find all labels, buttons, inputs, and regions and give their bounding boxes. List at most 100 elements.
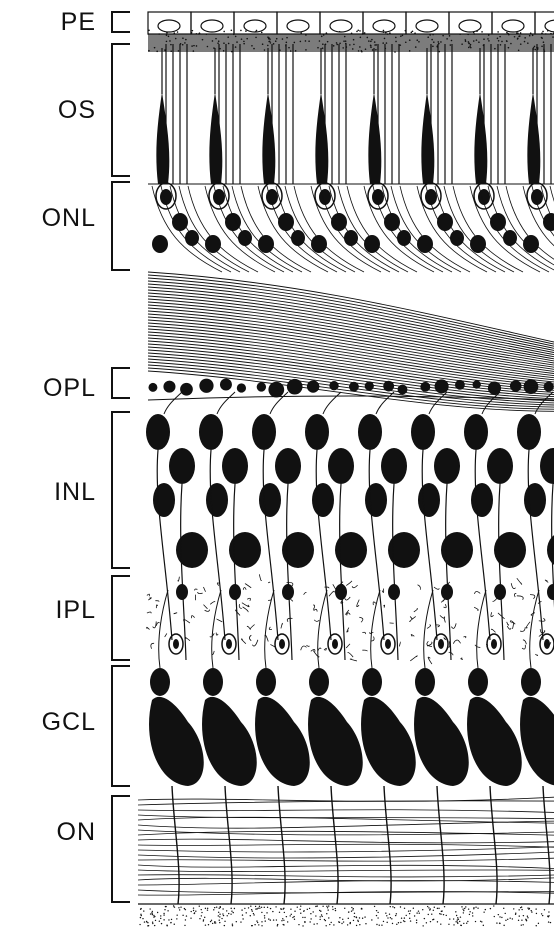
stipple-dot <box>372 49 374 51</box>
pe-cell <box>363 12 406 34</box>
plexiform-fiber <box>165 633 167 636</box>
stipple-dot <box>398 922 399 923</box>
stipple-dot <box>389 32 391 34</box>
plexiform-fiber <box>474 592 480 594</box>
pe-nucleus <box>158 20 180 32</box>
stipple-dot <box>485 909 486 910</box>
pe-nucleus <box>545 20 554 32</box>
stipple-dot <box>298 924 299 925</box>
stipple-dot <box>153 915 154 916</box>
bipolar-axon <box>393 484 398 660</box>
stipple-dot <box>500 44 502 46</box>
stipple-dot <box>357 29 359 31</box>
stipple-dot <box>289 915 290 916</box>
plexiform-fiber <box>329 591 334 596</box>
outer-segments <box>148 34 554 184</box>
stipple-dot <box>194 913 195 914</box>
stipple-dot <box>258 907 259 908</box>
stipple-dot <box>439 913 440 914</box>
stipple-dot <box>468 43 470 45</box>
stipple-dot <box>433 41 435 43</box>
stipple-dot <box>493 905 494 906</box>
plexiform-fiber <box>313 605 315 610</box>
plexiform-fiber <box>350 659 357 661</box>
stipple-dot <box>240 30 242 32</box>
stipple-dot <box>512 918 513 919</box>
plexiform-fiber <box>352 585 357 588</box>
stipple-dot <box>227 36 229 38</box>
pe-nucleus <box>330 20 352 32</box>
stipple-dot <box>376 915 377 916</box>
stipple-dot <box>290 909 291 910</box>
ganglion-axon <box>384 786 391 904</box>
stipple-dot <box>176 918 177 919</box>
cone-outer-segment <box>262 92 275 184</box>
stipple-dot <box>315 915 316 916</box>
stipple-dot <box>273 43 275 45</box>
stipple-dot <box>184 908 185 909</box>
axon-terminal <box>335 584 347 600</box>
stipple-dot <box>375 44 377 46</box>
stipple-dot <box>218 40 220 42</box>
stipple-dot <box>158 33 160 35</box>
stipple-dot <box>498 914 499 915</box>
stipple-dot <box>193 50 195 52</box>
stipple-dot <box>338 921 339 922</box>
stipple-dot <box>185 909 186 910</box>
stipple-dot <box>544 909 545 910</box>
stipple-dot <box>243 43 245 45</box>
stipple-dot <box>536 925 537 926</box>
rod-nucleus <box>185 230 199 246</box>
stipple-dot <box>160 918 161 919</box>
stipple-dot <box>290 50 292 52</box>
stipple-dot <box>202 39 204 41</box>
stipple-dot <box>527 907 528 908</box>
bipolar-cell-body <box>517 414 541 450</box>
plexiform-fiber <box>301 646 307 650</box>
stipple-dot <box>368 40 370 42</box>
bipolar-axon <box>157 450 172 640</box>
stipple-dot <box>264 917 265 918</box>
stipple-dot <box>139 924 140 925</box>
stipple-dot <box>387 917 388 918</box>
synaptic-terminal <box>365 381 374 390</box>
ganglion-dendrite <box>424 590 433 668</box>
rod-nucleus <box>238 230 252 246</box>
stipple-dot <box>427 36 429 38</box>
stipple-dot <box>236 921 237 922</box>
stipple-dot <box>281 908 282 909</box>
inner-nuclear-layer <box>146 392 554 660</box>
stipple-dot <box>262 43 264 45</box>
stipple-dot <box>405 30 407 32</box>
bipolar-cell-body <box>206 483 228 517</box>
synaptic-terminal <box>383 381 394 392</box>
stipple-dot <box>261 921 262 922</box>
cone-outer-segment <box>421 92 434 184</box>
stipple-dot <box>374 906 375 907</box>
stipple-dot <box>541 32 543 34</box>
stipple-dot <box>524 41 526 43</box>
stipple-dot <box>460 916 461 917</box>
stipple-dot <box>228 913 229 914</box>
stipple-dot <box>335 908 336 909</box>
stipple-dot <box>343 40 345 42</box>
plexiform-fiber <box>250 625 254 630</box>
plexiform-fiber <box>441 599 445 602</box>
ganglion-dendrite <box>371 590 380 668</box>
synaptic-terminal <box>510 380 522 392</box>
stipple-dot <box>361 908 362 909</box>
stipple-dot <box>481 921 482 922</box>
stipple-dot <box>259 906 260 907</box>
plexiform-fiber <box>155 601 159 602</box>
stipple-dot <box>468 41 470 43</box>
stipple-dot <box>404 917 405 918</box>
displaced-cell-core <box>226 639 232 649</box>
plexiform-fiber <box>259 574 261 580</box>
stipple-dot <box>538 923 539 924</box>
stipple-dot <box>208 924 209 925</box>
stipple-dot <box>469 911 470 912</box>
optic-nerve-fiber <box>138 881 554 885</box>
stipple-dot <box>394 51 396 53</box>
rod-nucleus <box>364 235 380 253</box>
stipple-dot <box>356 31 358 33</box>
